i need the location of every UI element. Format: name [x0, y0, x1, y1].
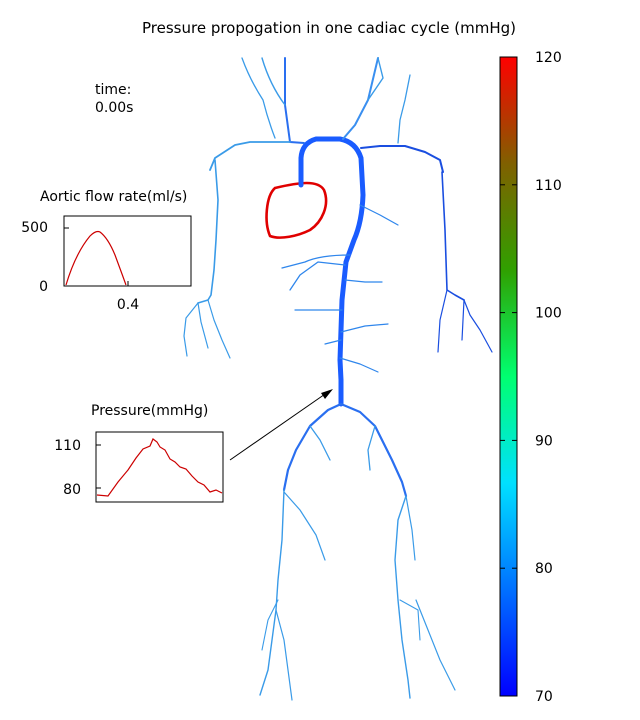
left-head-artery	[284, 57, 305, 144]
right-forearm-a	[463, 299, 493, 353]
head-branch-outer-right	[397, 74, 411, 144]
colorbar-tick-label: 110	[535, 178, 562, 194]
flow-inset-ytick-top: 500	[21, 220, 48, 236]
left-leg-a	[275, 609, 293, 701]
right-femoral	[394, 495, 411, 699]
left-leg-b	[261, 599, 279, 651]
right-head-artery	[342, 57, 379, 140]
intercostal-left-1	[281, 254, 351, 269]
aortic-arch	[298, 136, 366, 407]
heart-outline	[265, 181, 328, 239]
visceral-right	[340, 323, 389, 333]
left-internal-iliac	[309, 425, 331, 461]
right-subclavian	[360, 145, 444, 173]
flow-inset-ytick-bottom: 0	[39, 279, 48, 295]
colorbar-tick-label: 70	[535, 689, 553, 705]
pressure-curve	[96, 438, 223, 497]
right-forearm-b	[437, 289, 448, 353]
pressure-inset-ytick-bottom: 80	[63, 482, 81, 498]
intercostal-left-2	[289, 261, 346, 291]
flow-inset: Aortic flow rate(ml/s) 500 0 0.4	[21, 189, 192, 313]
colorbar-tick-label: 80	[535, 561, 553, 577]
renal-right	[339, 357, 379, 373]
right-iliac	[339, 402, 408, 498]
colorbar-tick-label: 100	[535, 306, 562, 322]
intercostal-right-1	[359, 204, 399, 226]
right-leg-a	[415, 599, 456, 691]
flow-curve	[65, 230, 127, 286]
flow-inset-xtick: 0.4	[117, 297, 139, 313]
left-femoral	[259, 489, 285, 696]
right-forearm-c	[461, 299, 465, 341]
pressure-pointer-arrow	[229, 391, 329, 461]
colorbar-ticks: 120 110 100 90 80 70	[500, 50, 562, 705]
left-deep-femoral	[283, 491, 326, 561]
arterial-tree	[183, 57, 493, 701]
pressure-inset-title: Pressure(mmHg)	[91, 403, 208, 419]
flow-inset-title: Aortic flow rate(ml/s)	[40, 189, 187, 205]
right-leg-b	[399, 599, 421, 641]
head-branch-outer-left	[241, 57, 276, 139]
head-branch-left	[261, 57, 286, 106]
intercostal-right-2	[344, 279, 383, 283]
pressure-inset-ytick-top: 110	[54, 438, 81, 454]
left-forearm-c	[207, 299, 231, 359]
pressure-inset: Pressure(mmHg) 110 80	[54, 403, 224, 503]
left-forearm-a	[183, 302, 199, 357]
left-forearm-b	[197, 302, 209, 349]
left-iliac	[282, 402, 343, 492]
diagram-title: Pressure propogation in one cadiac cycle…	[142, 19, 516, 37]
pressure-pointer-arrowhead	[321, 389, 333, 399]
time-value: 0.00s	[95, 100, 133, 116]
left-arm-artery	[197, 159, 219, 304]
head-branch-right	[367, 57, 384, 101]
left-subclavian	[209, 141, 291, 171]
colorbar: 120 110 100 90 80 70	[499, 50, 562, 705]
right-arm-artery	[441, 171, 465, 301]
renal-left	[324, 339, 342, 345]
pressure-inset-frame	[95, 431, 224, 503]
flow-inset-frame	[63, 215, 192, 287]
colorbar-gradient	[499, 56, 518, 697]
right-deep-femoral	[405, 495, 416, 561]
colorbar-tick-label: 120	[535, 50, 562, 66]
right-internal-iliac	[367, 425, 376, 471]
colorbar-tick-label: 90	[535, 433, 553, 449]
time-label: time:	[95, 82, 131, 98]
